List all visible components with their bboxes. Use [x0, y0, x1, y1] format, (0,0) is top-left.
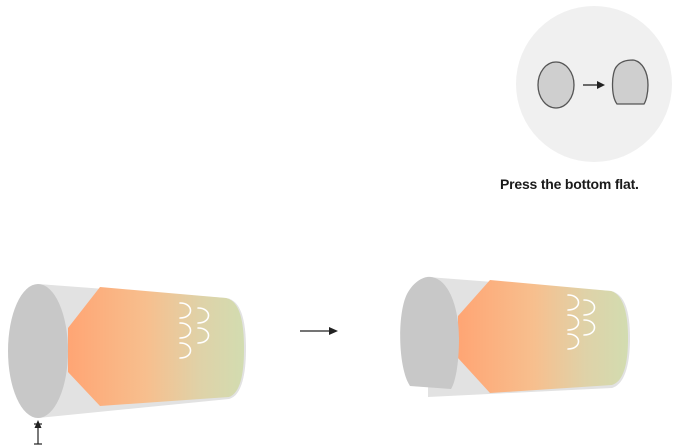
flattened-cross-section: [613, 60, 649, 104]
up-arrow-icon: [34, 420, 42, 444]
roll-filling: [458, 280, 628, 393]
right-arrow-icon: [300, 327, 338, 335]
roll-after: [400, 277, 630, 397]
roll-before: [8, 284, 246, 418]
round-cross-section: [538, 62, 574, 108]
roll-filling: [68, 287, 244, 406]
inset-caption: Press the bottom flat.: [500, 176, 680, 192]
inset-illustration: [516, 6, 672, 162]
roll-end-round: [8, 284, 68, 418]
roll-end-flattened: [400, 277, 459, 389]
